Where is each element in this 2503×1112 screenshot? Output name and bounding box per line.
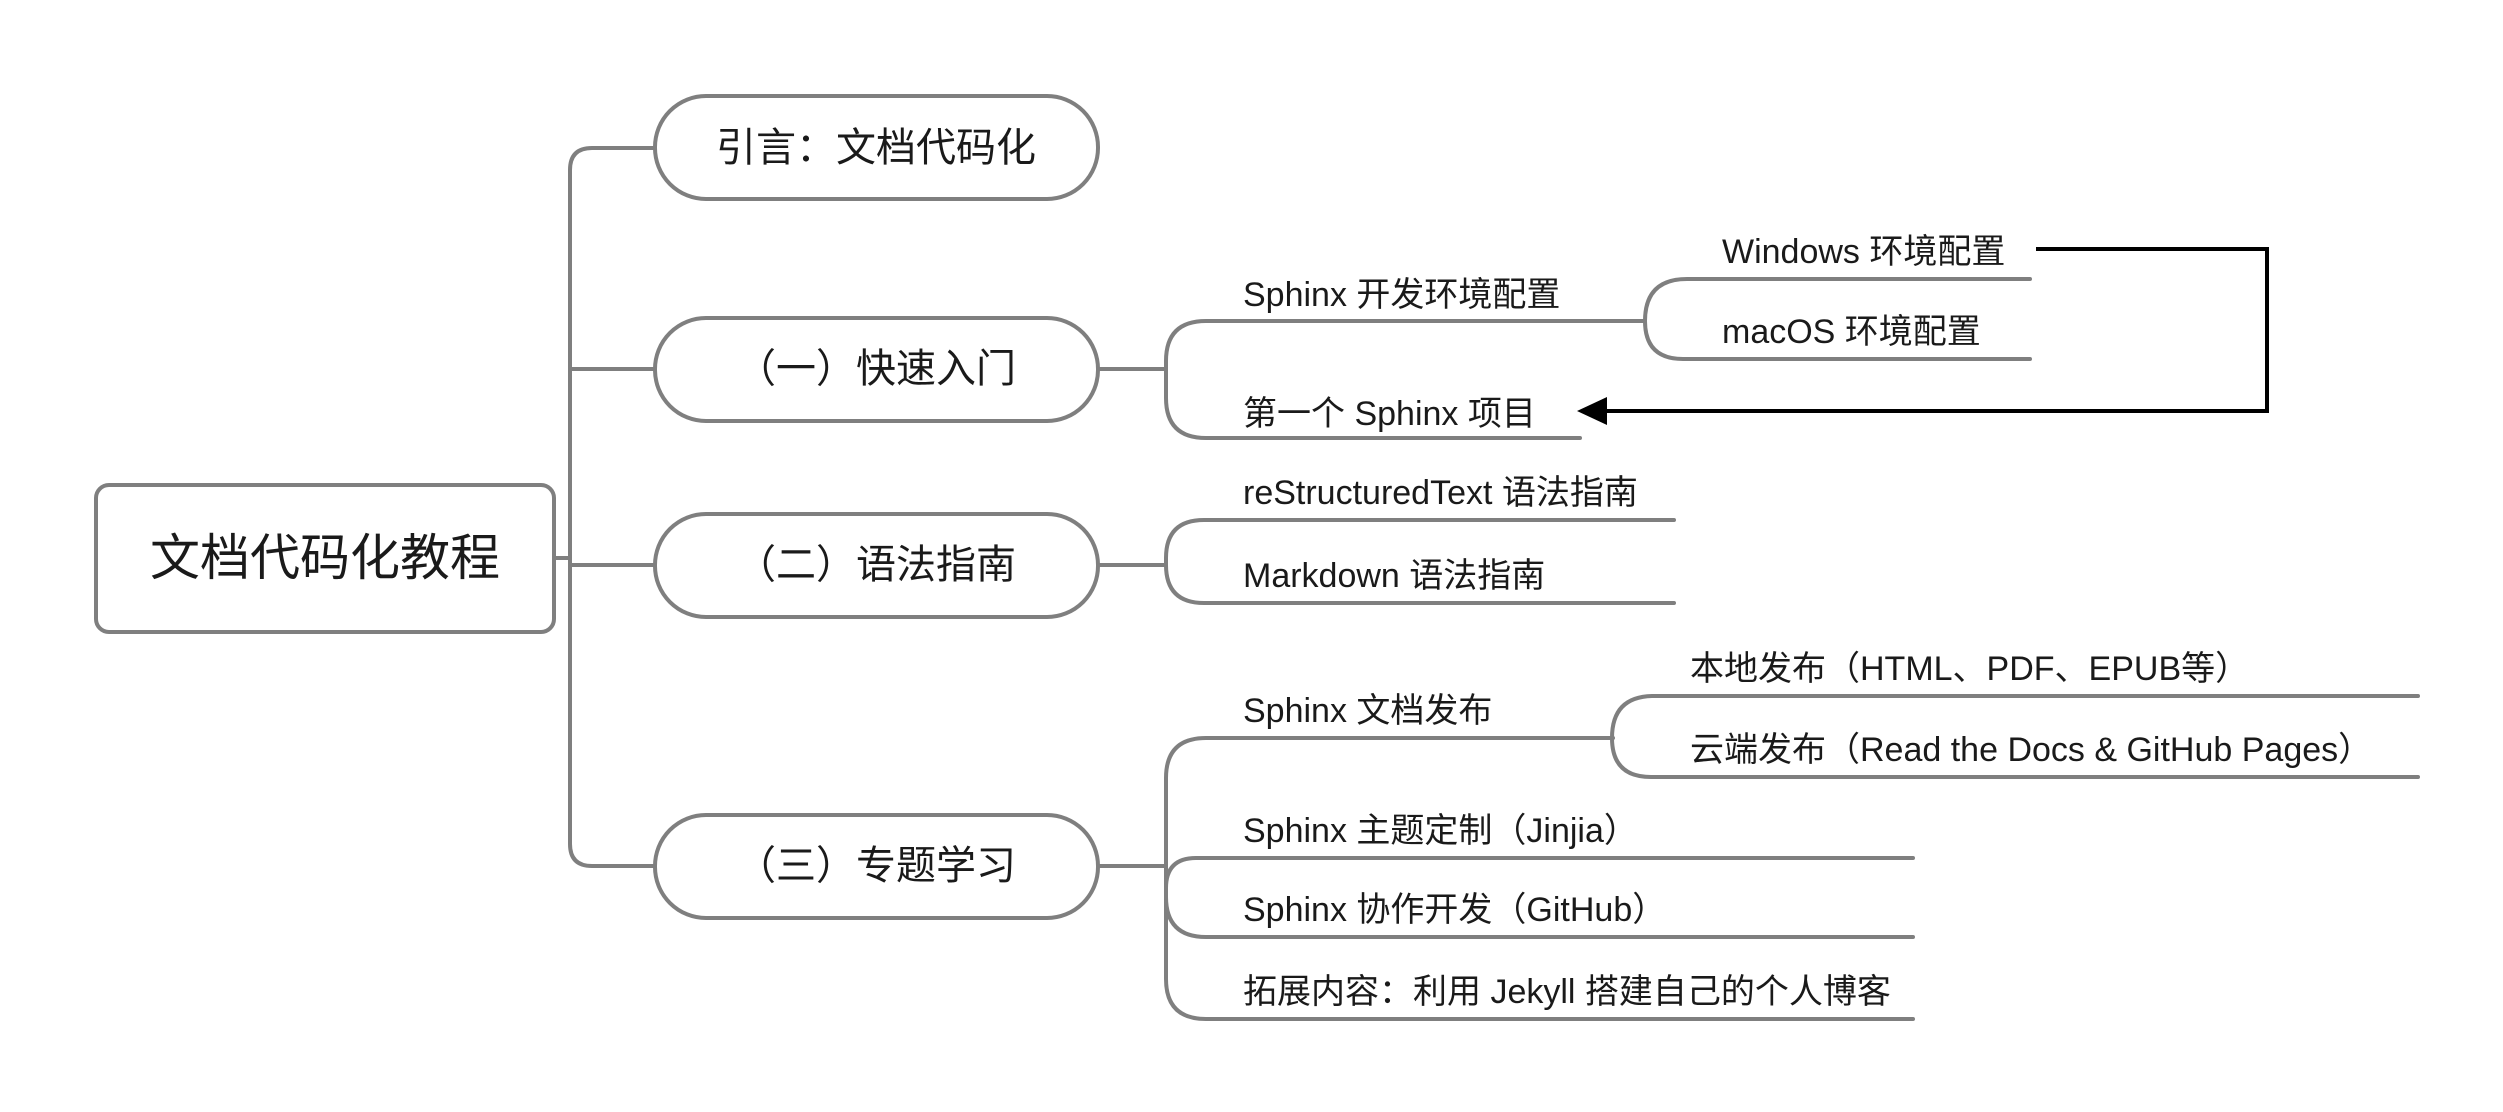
subtopic-restructuredtext-guide: reStructuredText 语法指南	[1243, 474, 1638, 512]
relationship-arrow-line	[1600, 247, 2269, 413]
topic-node-quick-start: （一）快速入门	[653, 316, 1100, 423]
topic-node-intro: 引言：文档代码化	[653, 94, 1100, 201]
connector-root-spine	[568, 146, 657, 868]
subtopic-windows-env: Windows 环境配置	[1722, 233, 2005, 271]
subtopic-local-publishing: 本地发布（HTML、PDF、EPUB等）	[1690, 650, 2249, 688]
topic-node-label: （三）专题学习	[736, 844, 1016, 888]
relationship-arrow	[1577, 247, 2269, 425]
connector-topic-2-bracket	[1164, 319, 1647, 440]
subtopic-markdown-guide: Markdown 语法指南	[1243, 557, 1545, 595]
topic-node-label: 引言：文档代码化	[716, 126, 1036, 170]
arrowhead-icon	[1577, 397, 1607, 425]
root-node-box	[94, 483, 556, 634]
subtopic-sphinx-theme: Sphinx 主题定制（Jinjia）	[1243, 812, 1638, 850]
root-node: 文档代码化教程	[94, 483, 556, 634]
subtopic-sphinx-publishing: Sphinx 文档发布	[1243, 692, 1492, 730]
connector-theme-customization	[1164, 856, 1915, 890]
subtopic-cloud-publishing: 云端发布（Read the Docs & GitHub Pages）	[1690, 731, 2372, 769]
subtopic-macos-env: macOS 环境配置	[1722, 313, 1981, 351]
topic-node-label: （一）快速入门	[736, 347, 1016, 391]
root-node-label: 文档代码化教程	[150, 530, 500, 586]
topic-node-label: （二）语法指南	[736, 543, 1016, 587]
connector-collaboration	[1164, 895, 1915, 939]
topic-node-special-topics: （三）专题学习	[653, 813, 1100, 920]
connector-env-setup-bracket	[1643, 277, 2032, 361]
topic-node-box	[653, 94, 1100, 201]
subtopic-jekyll-blog: 拓展内容：利用 Jekyll 搭建自己的个人博客	[1243, 973, 1891, 1011]
connector-publishing-bracket	[1610, 694, 2420, 779]
subtopic-first-sphinx-project: 第一个 Sphinx 项目	[1243, 395, 1536, 433]
subtopic-sphinx-collaboration: Sphinx 协作开发（GitHub）	[1243, 891, 1666, 929]
subtopic-sphinx-env-setup: Sphinx 开发环境配置	[1243, 276, 1560, 314]
topic-node-syntax-guide: （二）语法指南	[653, 512, 1100, 619]
connector-topic-3-bracket	[1164, 518, 1676, 605]
